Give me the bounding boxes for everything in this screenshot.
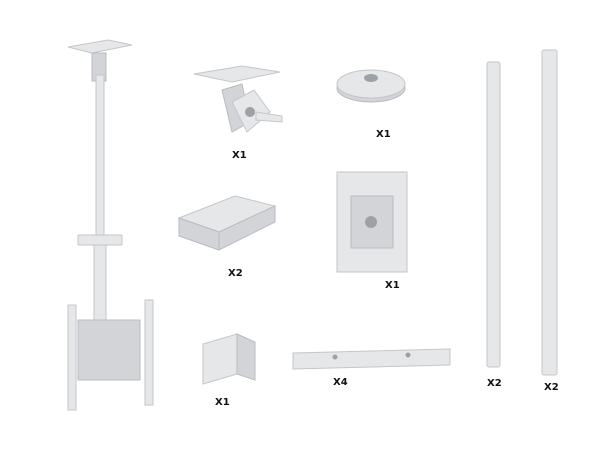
part-label: X1 — [215, 397, 230, 408]
tilt-head — [333, 168, 413, 282]
cable-cover-clip — [175, 188, 280, 267]
part-label: X2 — [228, 268, 243, 279]
part-label: X4 — [333, 377, 348, 388]
part-label: X1 — [385, 280, 400, 291]
extension-pole-short — [485, 60, 505, 374]
vesa-arm — [290, 345, 455, 379]
extension-pole-long — [540, 48, 562, 382]
part-label: X1 — [232, 150, 247, 161]
part-label: X2 — [487, 378, 502, 389]
ceiling-tv-mount-assembled — [60, 35, 160, 415]
ceiling-bracket — [192, 62, 287, 146]
pole-clamp — [197, 330, 262, 394]
part-label: X2 — [544, 382, 559, 393]
ceiling-cover-plate — [335, 58, 415, 112]
part-label: X1 — [376, 129, 391, 140]
